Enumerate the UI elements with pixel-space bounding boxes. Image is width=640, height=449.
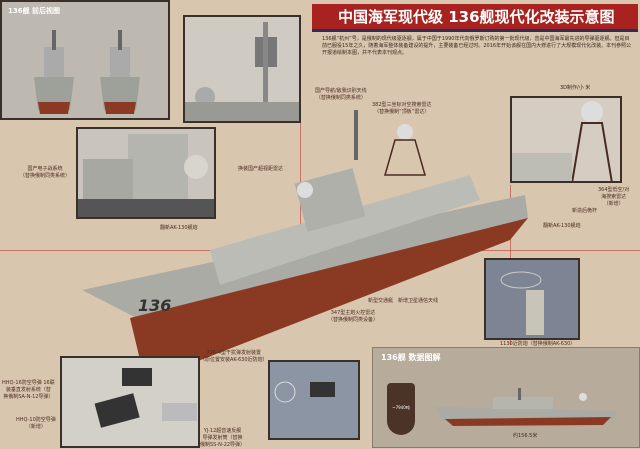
label-oth-radar: 换装国产超视距雷达 (238, 166, 284, 172)
radar-mast-panel (510, 96, 622, 183)
label-boat-sat: 新型交通艇 新增卫星通信天线 (368, 298, 439, 304)
front-view-ship (34, 30, 140, 114)
side-profile-ship (435, 388, 617, 426)
label-ew: 国产电子战系统 （替换俄制同类系统） (20, 166, 71, 179)
length-label: 约156.5米 (513, 433, 538, 439)
label-hhq10: HHQ-10防空导弹 （新增） (16, 417, 56, 430)
ew-detail-panel (76, 127, 216, 219)
views-title: 136舰 前后视图 (8, 7, 61, 15)
label-mast: 新造后桅杆 (572, 208, 598, 214)
data-panel: 136舰 数据图解 ~7940吨 约156.5米 (372, 347, 640, 448)
label-nav-antenna: 国产导航/敌我识别天线 （替换俄制同类系统） (315, 88, 367, 101)
label-yj12: YJ-12超音速反舰 导弹发射筒（替换 俄制SS-N-22导弹） (200, 428, 246, 448)
credit: 3D制作/小 米 (560, 85, 591, 91)
ciws-detail-panel (484, 258, 580, 340)
page-title: 中国海军现代级 136舰现代化改装示意图 (312, 4, 638, 32)
mast-detail-panel (183, 15, 301, 123)
label-hhq16: HHQ-16防空导弹 16联 装垂直发射系统（替 换俄制SA-N-12导弹） (2, 380, 55, 400)
label-radar-382: 382型三坐标对空搜索雷达 （替换俄制“顶板”雷达） (372, 102, 432, 115)
data-title: 136舰 数据图解 (381, 353, 441, 362)
displacement-badge: ~7940吨 (387, 383, 415, 435)
hull-number: 136 (138, 296, 172, 315)
label-radar-364: 364型低空/对 海搜索雷达 （新增） (598, 187, 630, 207)
label-radar-347: 347型主炮火控雷达 （替换俄制同类设备） (328, 310, 379, 323)
front-rear-views-panel: 136舰 前后视图 (0, 0, 170, 120)
label-decoy: 726-4型干扰弹发射装置 （原位置安装AK-630近防炮） (200, 350, 268, 363)
aft-deck-panel (268, 360, 360, 440)
vls-detail-panel (60, 356, 200, 448)
label-ciws: 1130近防炮（替换俄制AK-630） (500, 341, 576, 347)
leader-line (0, 250, 640, 251)
label-ak130-rear: 翻新AK-130舰炮 (543, 223, 581, 229)
intro-text: 136舰“杭州”号，是俄制的现代级驱逐舰，属于中国于1990年代向俄罗斯订购的第… (322, 36, 632, 56)
label-ak130-front: 翻新AK-130舰炮 (160, 225, 198, 231)
